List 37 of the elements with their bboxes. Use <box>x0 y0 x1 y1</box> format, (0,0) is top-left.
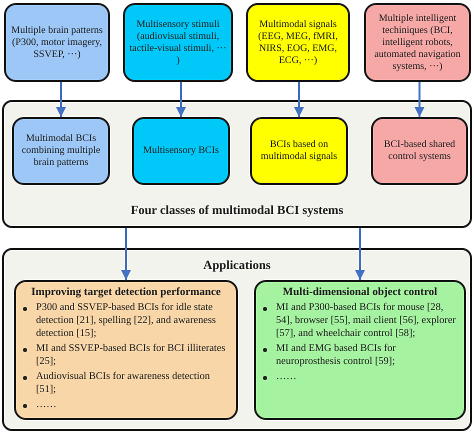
process-box <box>371 117 468 185</box>
arrow <box>176 82 186 117</box>
box-text: Multiple intelligent techiniques (BCI, intelligent robots, automated navigation systems, ···) <box>373 12 462 72</box>
group-title: Applications <box>202 258 272 273</box>
process-box <box>250 117 348 185</box>
application-box <box>14 280 238 420</box>
bullet-text: MI and P300-based BCIs for mouse [28, 54], browser [55], mail client [56], explorer [57], and wheelchair control [58]; <box>276 302 456 338</box>
group-panel <box>2 248 472 431</box>
process-box <box>364 3 471 82</box>
arrow <box>56 82 66 117</box>
group-panel <box>2 100 472 228</box>
process-box <box>12 117 110 185</box>
process-box <box>123 3 233 82</box>
application-box <box>254 280 466 420</box>
bullet-text: P300 and SSVEP-based BCIs for idle state detection [21], spelling [22], and awareness detection [15]; <box>36 302 216 338</box>
bullet-text: MI and SSVEP-based BCIs for BCI illiterates [25]; <box>36 343 226 367</box>
box-text: Multimodal signals (EEG, MEG, fMRI, NIRS, EOG, EMG, ECG, ···) <box>257 18 339 66</box>
bullet-text: …… <box>36 399 57 410</box>
arrow <box>121 228 131 280</box>
arrow <box>414 82 424 117</box>
arrow <box>355 228 365 280</box>
bullet-text: MI and EMG based BCIs for neuroprosthesis control [59]; <box>276 343 396 367</box>
process-box <box>246 3 350 82</box>
box-text: BCIs based on multimodal signals <box>260 139 338 163</box>
bullet-text: …… <box>276 371 297 382</box>
arrow <box>294 82 304 117</box>
box-text: Multisensory BCIs <box>143 145 219 157</box>
box-heading: Multi-dimensional object control <box>282 286 438 300</box>
box-text: BCI-based shared control systems <box>382 139 456 163</box>
bullet-text: Audiovisual BCIs for awareness detection [51]; <box>36 371 210 395</box>
process-box <box>4 3 110 82</box>
group-title: Four classes of multimodal BCI systems <box>130 203 344 218</box>
process-box <box>132 117 230 185</box>
box-text: Multiple brain patterns (P300, motor imagery, SSVEP, ···) <box>10 24 104 60</box>
box-text: Multisensory stimuli (audiovisual stimuli, tactile-visual stimuli, ··· ) <box>129 18 227 66</box>
box-heading: Improving target detection performance <box>30 286 222 300</box>
box-text: Multimodal BCIs combining multiple brain patterns <box>20 133 102 169</box>
